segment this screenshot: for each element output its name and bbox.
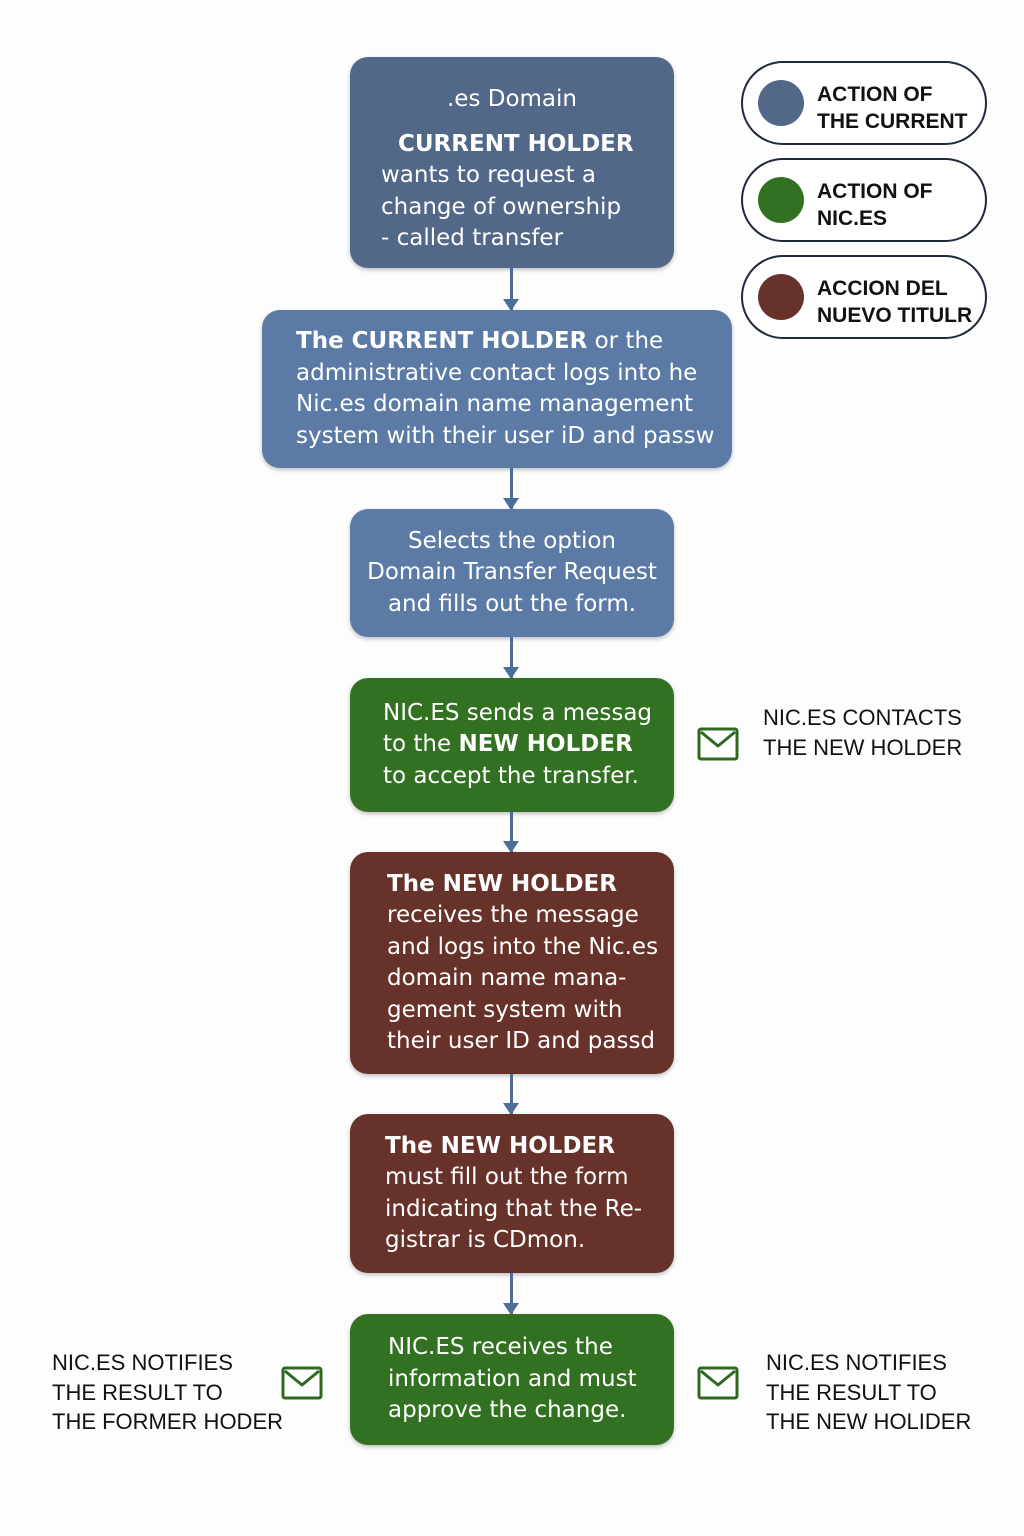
note-line-1: NIC.ES NOTIFIES	[766, 1350, 947, 1375]
note-contacts-new-holder: NIC.ES CONTACTS THE NEW HOLDER	[763, 703, 962, 762]
step-7-line-3: approve the change.	[388, 1397, 627, 1424]
step-1-line-3: - called transfer	[381, 225, 564, 252]
envelope-icon	[697, 1366, 739, 1400]
step-2-line-3: Nic.es domain name management	[296, 391, 694, 417]
note-notify-new-holder: NIC.ES NOTIFIES THE RESULT TO THE NEW HO…	[766, 1348, 971, 1437]
note-line-2: THE NEW HOLDER	[763, 734, 963, 760]
step-6-line-2: must fill out the form	[385, 1164, 629, 1190]
arrow-5-6	[503, 1074, 519, 1115]
arrow-3-4	[503, 637, 519, 679]
legend-label: ACCION DEL NUEVO TITULR	[817, 275, 972, 329]
step-5-line-4: domain name mana-	[387, 965, 627, 991]
step-5-box: The NEW HOLDER receives the message and …	[350, 852, 674, 1074]
legend-label-line-1: ACTION OF	[817, 83, 933, 106]
step-7-line-2: information and must	[388, 1365, 637, 1392]
step-6-box: The NEW HOLDER must fill out the form in…	[350, 1114, 674, 1273]
step-2-line-1: The CURRENT HOLDER or the	[296, 326, 732, 358]
legend-new-holder: ACCION DEL NUEVO TITULR	[741, 255, 987, 339]
legend-label: ACTION OF THE CURRENT	[817, 81, 968, 135]
step-4-actor: NEW HOLDER	[458, 731, 633, 758]
step-7-box: NIC.ES receives the information and must…	[350, 1314, 674, 1445]
arrow-1-2	[503, 268, 519, 311]
note-notify-former-holder: NIC.ES NOTIFIES THE RESULT TO THE FORMER…	[52, 1348, 283, 1437]
step-1-line-2: change of ownership	[381, 193, 622, 220]
step-4-line-3: to accept the transfer.	[383, 762, 639, 789]
step-4-box: NIC.ES sends a messag to the NEW HOLDER …	[350, 678, 674, 812]
step-3-line-1: Selects the option	[407, 527, 617, 554]
step-3-box: Selects the option Domain Transfer Reque…	[350, 509, 674, 637]
envelope-icon	[281, 1366, 323, 1400]
legend-label: ACTION OF NIC.ES	[817, 178, 933, 232]
legend-current-holder: ACTION OF THE CURRENT	[741, 61, 987, 145]
step-1-heading: .es Domain	[446, 86, 577, 113]
step-4-line-1: NIC.ES sends a messag	[383, 699, 653, 726]
step-2-actor: The CURRENT HOLDER	[296, 328, 588, 354]
note-line-2: THE RESULT TO	[52, 1379, 223, 1405]
step-4-line-2-pre: to the	[383, 731, 459, 758]
step-3-line-3: and fills out the form.	[387, 590, 637, 617]
step-4-line-2: to the NEW HOLDER	[383, 729, 674, 761]
step-6-line-4: gistrar is CDmon.	[385, 1227, 586, 1253]
step-5-line-6: their user ID and passd	[387, 1028, 656, 1054]
legend-label-line-2: THE CURRENT	[817, 110, 968, 133]
step-5-line-2: receives the message	[387, 902, 639, 928]
legend-label-line-2: NUEVO TITULR	[817, 304, 973, 327]
step-1-line-1: wants to request a	[381, 162, 597, 189]
legend-label-line-1: ACTION OF	[817, 180, 933, 203]
note-line-1: NIC.ES CONTACTS	[763, 705, 962, 730]
step-5-actor: The NEW HOLDER	[387, 870, 617, 897]
envelope-icon	[697, 727, 739, 761]
note-line-2: THE RESULT TO	[766, 1379, 937, 1405]
step-2-box: The CURRENT HOLDER or the administrative…	[262, 310, 732, 468]
arrow-4-5	[503, 812, 519, 853]
legend-nic-es: ACTION OF NIC.ES	[741, 158, 987, 242]
step-2-line-2: administrative contact logs into he	[296, 359, 698, 386]
legend-label-line-1: ACCION DEL	[817, 277, 948, 300]
legend-dot-brown	[758, 274, 804, 320]
step-6-actor: The NEW HOLDER	[385, 1132, 615, 1159]
step-2-line-4: system with their user iD and passw	[296, 422, 715, 449]
step-2-line-1-rest: or the	[587, 328, 664, 354]
step-1-actor: CURRENT HOLDER	[398, 130, 634, 157]
step-1-box: .es Domain CURRENT HOLDER wants to reque…	[350, 57, 674, 268]
legend-dot-green	[758, 177, 804, 223]
step-7-line-1: NIC.ES receives the	[388, 1334, 613, 1361]
arrow-2-3	[503, 468, 519, 510]
note-line-1: NIC.ES NOTIFIES	[52, 1350, 233, 1375]
arrow-6-7	[503, 1273, 519, 1315]
note-line-3: THE FORMER HODER	[52, 1409, 283, 1434]
legend-dot-blue	[758, 80, 804, 126]
step-3-line-2: Domain Transfer Request	[367, 559, 657, 586]
step-5-line-3: and logs into the Nic.es	[387, 933, 659, 960]
note-line-3: THE NEW HOLIDER	[766, 1409, 972, 1434]
legend-label-line-2: NIC.ES	[817, 207, 888, 230]
step-5-line-5: gement system with	[387, 996, 623, 1023]
step-6-line-3: indicating that the Re-	[385, 1195, 643, 1222]
